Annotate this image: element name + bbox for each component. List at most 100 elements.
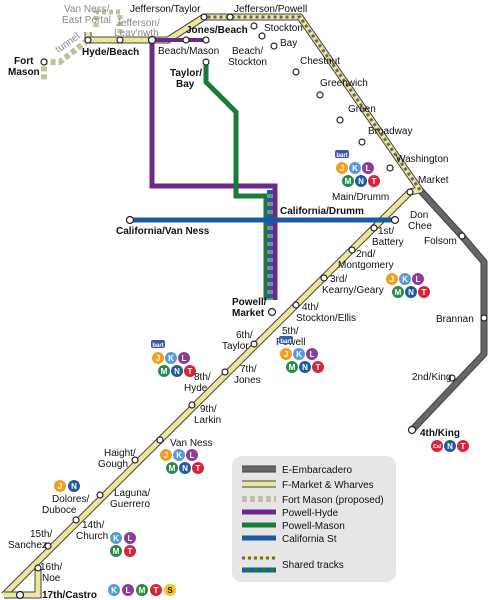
label-bay: Bay: [280, 38, 297, 49]
badge-n: N: [68, 480, 80, 492]
label-seventh-jones: 7th/Jones: [234, 364, 261, 386]
svg-text:J: J: [340, 164, 344, 173]
svg-text:N: N: [182, 464, 188, 473]
label-stockton: Stockton: [264, 23, 303, 34]
svg-text:L: L: [182, 354, 187, 363]
badge-k: K: [349, 162, 361, 174]
svg-text:K: K: [168, 354, 174, 363]
badge-j: J: [386, 273, 398, 285]
badge-n: N: [355, 175, 367, 187]
label-broadway: Broadway: [368, 126, 412, 137]
badge-j: J: [160, 449, 172, 461]
label-taylor-bay: Taylor/Bay: [170, 68, 202, 90]
label-ninth-larkin: 9th/Larkin: [194, 404, 221, 426]
label-chestnut: Chestnut: [300, 56, 340, 67]
line-powell-mason: [203, 62, 269, 300]
legend-label-fort-mason: Fort Mason (proposed): [282, 495, 384, 506]
caltrain-logo-icon: Cal: [431, 440, 443, 452]
svg-text:N: N: [408, 288, 414, 297]
badge-l: L: [122, 584, 134, 596]
svg-text:J: J: [390, 275, 394, 284]
badge-j: J: [280, 348, 292, 360]
badge-k: K: [173, 449, 185, 461]
badge-n: N: [444, 440, 456, 452]
label-market: Market: [418, 175, 449, 186]
badge-s: S: [164, 584, 176, 596]
bart-logo-icon: bart: [335, 150, 349, 159]
badge-t: T: [418, 286, 430, 298]
svg-text:M: M: [395, 288, 402, 297]
svg-text:M: M: [345, 177, 352, 186]
svg-text:N: N: [174, 367, 180, 376]
svg-text:J: J: [284, 350, 288, 359]
legend-label-e: E-Embarcadero: [282, 465, 352, 476]
label-van-ness-east-portal: Van Ness/East Portal: [62, 4, 111, 26]
svg-text:bart: bart: [152, 343, 163, 349]
legend: E-Embarcadero F-Market & Wharves Fort Ma…: [232, 456, 396, 582]
label-hyde-beach: Hyde/Beach: [82, 47, 139, 58]
badge-k: K: [165, 352, 177, 364]
label-folsom: Folsom: [424, 236, 457, 247]
badge-m: M: [342, 175, 354, 187]
svg-text:L: L: [416, 275, 421, 284]
label-jefferson-taylor: Jefferson/Taylor: [130, 4, 201, 15]
badge-k: K: [293, 348, 305, 360]
label-eighth-hyde: 8th/Hyde: [184, 372, 211, 394]
svg-text:M: M: [113, 547, 120, 556]
label-california-drumm: California/Drumm: [280, 206, 364, 217]
label-california-van-ness: California/Van Ness: [116, 226, 210, 237]
label-sixteenth-noe: 16th/Noe: [40, 562, 62, 584]
svg-text:N: N: [447, 442, 453, 451]
badge-k: K: [108, 584, 120, 596]
svg-text:M: M: [139, 586, 146, 595]
label-laguna-guerrero: Laguna/Guerrero: [110, 488, 150, 510]
svg-text:L: L: [310, 350, 315, 359]
label-fourteenth-church: 14th/Church: [76, 520, 108, 542]
badge-t: T: [150, 584, 162, 596]
label-first-battery: 1st/Battery: [372, 226, 404, 248]
svg-text:M: M: [161, 367, 168, 376]
badge-l: L: [124, 532, 136, 544]
badge-n: N: [171, 365, 183, 377]
badge-k: K: [110, 532, 122, 544]
legend-label-shared: Shared tracks: [282, 560, 344, 571]
svg-text:bart: bart: [336, 153, 347, 159]
svg-text:S: S: [167, 586, 173, 595]
badge-j: J: [152, 352, 164, 364]
badge-m: M: [166, 462, 178, 474]
label-main-drumm: Main/Drumm: [332, 192, 389, 203]
svg-text:T: T: [461, 442, 466, 451]
label-fourth-king: 4th/King: [420, 428, 460, 439]
badge-j: J: [54, 480, 66, 492]
svg-text:T: T: [196, 464, 201, 473]
label-brannan: Brannan: [436, 314, 474, 325]
label-fifteenth-sanchez: 15th/Sanchez: [8, 529, 52, 551]
svg-text:M: M: [289, 363, 296, 372]
svg-text:J: J: [164, 451, 168, 460]
line-fort-mason: [41, 37, 90, 80]
badge-m: M: [392, 286, 404, 298]
badge-l: L: [412, 273, 424, 285]
svg-text:L: L: [366, 164, 371, 173]
svg-text:K: K: [402, 275, 408, 284]
badge-k: K: [399, 273, 411, 285]
label-sixth-taylor: 6th/Taylor: [222, 330, 253, 352]
label-beach-stockton: Beach/Stockton: [228, 46, 267, 68]
svg-text:L: L: [128, 534, 133, 543]
svg-text:T: T: [372, 177, 377, 186]
badge-l: L: [178, 352, 190, 364]
svg-text:K: K: [352, 164, 358, 173]
shared-tracks-embarcadero: [204, 15, 422, 191]
label-third-kearny: 3rd/Kearny/Geary: [322, 274, 384, 296]
label-green: Green: [348, 104, 376, 115]
badge-l: L: [186, 449, 198, 461]
badge-l: L: [362, 162, 374, 174]
legend-label-f: F-Market & Wharves: [282, 480, 374, 491]
svg-text:T: T: [128, 547, 133, 556]
badge-t: T: [457, 440, 469, 452]
label-fourth-stockton: 4th/Stockton/Ellis: [296, 302, 356, 324]
label-tunnel: tunnel: [54, 31, 83, 56]
svg-text:T: T: [316, 363, 321, 372]
label-second-montgomery: 2nd/Montgomery: [338, 249, 394, 271]
